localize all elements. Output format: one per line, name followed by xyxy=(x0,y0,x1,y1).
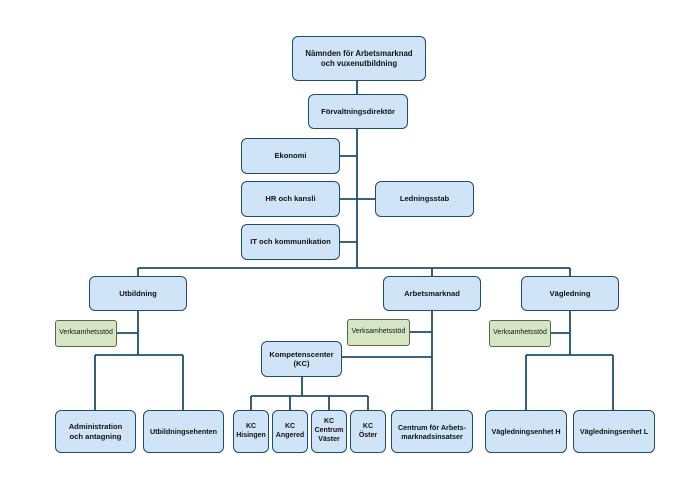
node-hr: HR och kansli xyxy=(241,181,340,217)
node-support-education: Verksamhetsstöd xyxy=(55,320,117,347)
node-kc-centrum: KC Centrum Väster xyxy=(311,410,347,453)
node-support-labour: Verksamhetsstöd xyxy=(347,319,410,346)
node-economy: Ekonomi xyxy=(241,138,340,174)
node-it: IT och kommunikation xyxy=(241,224,340,260)
node-kc-angered: KC Angered xyxy=(272,410,308,453)
node-kc-oster: KC Öster xyxy=(350,410,386,453)
node-admin: Administration och antagning xyxy=(55,410,136,453)
node-education-units: Utbildningsehenten xyxy=(143,410,224,453)
node-director: Förvaltningsdirektör xyxy=(308,94,408,129)
node-guidance: Vägledning xyxy=(521,276,619,311)
node-centrum-insatser: Centrum för Arbets- marknadsinsatser xyxy=(391,410,473,453)
node-competence-center: Kompetenscenter (KC) xyxy=(261,341,342,377)
node-guidance-h: Vägledningsenhet H xyxy=(485,410,567,453)
node-board: Nämnden för Arbetsmarknad och vuxenutbil… xyxy=(292,36,426,81)
node-labour-market: Arbetsmarknad xyxy=(383,276,481,311)
node-kc-hisingen: KC Hisingen xyxy=(233,410,269,453)
node-education: Utbildning xyxy=(89,276,187,311)
node-management-staff: Ledningsstab xyxy=(375,181,474,217)
node-support-guidance: Verksamhetsstöd xyxy=(489,320,551,347)
node-guidance-l: Vägledningsenhet L xyxy=(573,410,655,453)
